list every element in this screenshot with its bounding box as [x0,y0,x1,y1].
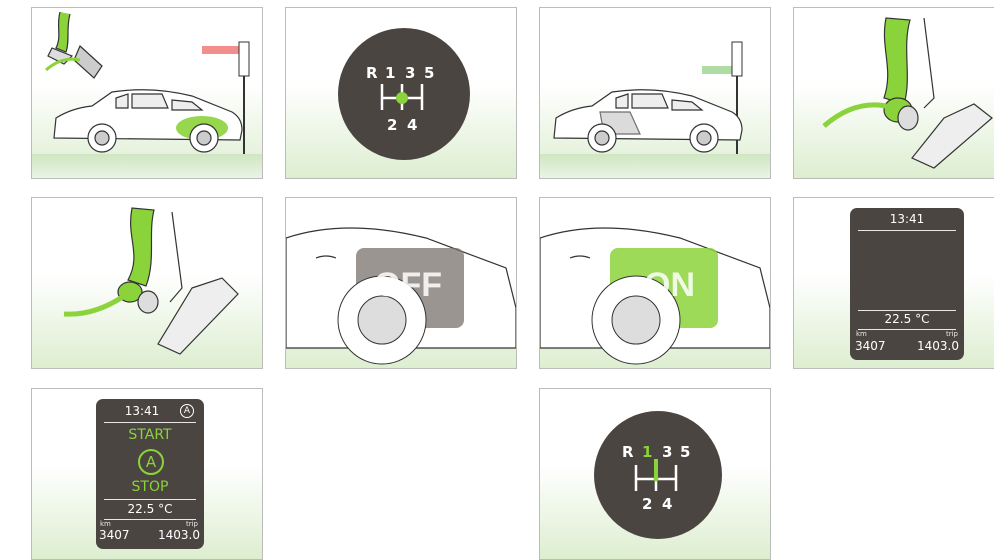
motion-arrow-icon [824,105,886,126]
display-divider [104,499,196,500]
gear-label-4: 4 [407,116,417,134]
gear-label-r: R [366,64,378,82]
foot-pedal-icon [884,18,992,168]
gear-label-2: 2 [387,116,397,134]
auto-start-stop-icon: A [180,404,194,418]
auto-start-stop-big-icon: A [138,449,164,475]
display-trip: 1403.0 [917,339,959,353]
panel-display-start-stop: 13:41 A START A STOP 22.5 °C km trip 340… [31,388,263,560]
car-side-view-icon [54,90,242,152]
panel-clutch-release [31,197,263,369]
foot-pedal-icon [46,12,102,78]
start-label: START [96,427,204,443]
display-trip-label: trip [186,520,198,528]
gear-label-3: 3 [662,443,672,461]
panel-green-light [539,7,771,179]
car-side-view-icon [554,90,742,152]
panel-gear-first: R 1 3 5 2 4 [539,388,771,560]
display-time: 13:41 [850,212,964,226]
engine-on-illustration: ON [540,198,771,369]
engine-off-label: OFF [374,266,442,304]
panel-engine-on: ON [539,197,771,369]
display-divider [858,310,956,311]
panel-stop-at-red-light [31,7,263,179]
display-temperature: 22.5 °C [96,502,204,516]
gear-label-5: 5 [680,443,690,461]
clutch-release-illustration [32,198,263,369]
gear-label-r: R [622,443,634,461]
gear-position-dot [396,92,408,104]
gear-label-5: 5 [424,64,434,82]
display-temperature: 22.5 °C [850,312,964,326]
display-divider [104,422,196,423]
foot-pedal-icon [118,208,238,354]
display-divider [858,329,956,330]
car-red-light-illustration [32,8,263,179]
engine-on-label: ON [644,266,695,304]
gear-label-3: 3 [405,64,415,82]
gear-label-1: 1 [642,443,652,461]
gear-knob-first: R 1 3 5 2 4 [540,389,771,560]
panel-display-plain: 13:41 22.5 °C km trip 3407 1403.0 [793,197,994,369]
engine-off-illustration: OFF [286,198,517,369]
gear-label-4: 4 [662,495,672,513]
instrument-display: 13:41 A START A STOP 22.5 °C km trip 340… [96,399,204,549]
display-odometer: 3407 [855,339,886,353]
display-odometer: 3407 [99,528,130,542]
gear-label-1: 1 [385,64,395,82]
display-trip: 1403.0 [158,528,200,542]
gear-position-dot [654,477,659,482]
motion-arrow-icon [64,296,124,314]
display-divider [104,519,196,520]
display-km-label: km [100,520,111,528]
panel-gear-neutral: R 1 3 5 2 4 [285,7,517,179]
display-trip-label: trip [946,330,958,338]
car-green-light-illustration [540,8,771,179]
display-km-label: km [856,330,867,338]
display-divider [858,230,956,231]
gear-knob-neutral: R 1 3 5 2 4 [286,8,517,179]
instrument-display: 13:41 22.5 °C km trip 3407 1403.0 [850,208,964,360]
panel-clutch-press [793,7,994,179]
clutch-press-illustration [794,8,994,179]
gear-label-2: 2 [642,495,652,513]
panel-engine-off: OFF [285,197,517,369]
stop-label: STOP [96,479,204,495]
